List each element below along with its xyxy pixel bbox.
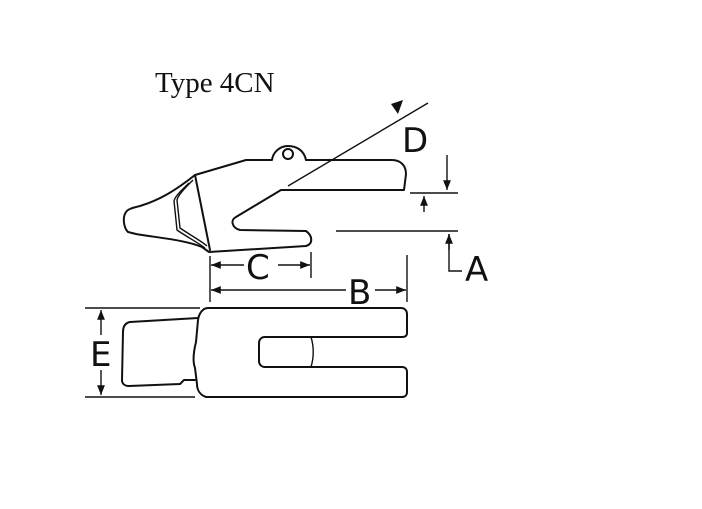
- diagram-title: Type 4CN: [155, 67, 275, 99]
- bottom-part-outline: [121, 307, 408, 398]
- a-leader: [448, 234, 462, 272]
- label-b: B: [348, 273, 371, 313]
- d-dimension-line: [287, 102, 429, 187]
- label-a: A: [465, 250, 488, 290]
- label-d: D: [402, 121, 428, 161]
- top-part-outline: [122, 145, 407, 253]
- label-c: C: [246, 248, 270, 288]
- d-arrow-icon: [391, 100, 403, 114]
- lifting-eye: [282, 148, 294, 160]
- label-e: E: [90, 335, 111, 375]
